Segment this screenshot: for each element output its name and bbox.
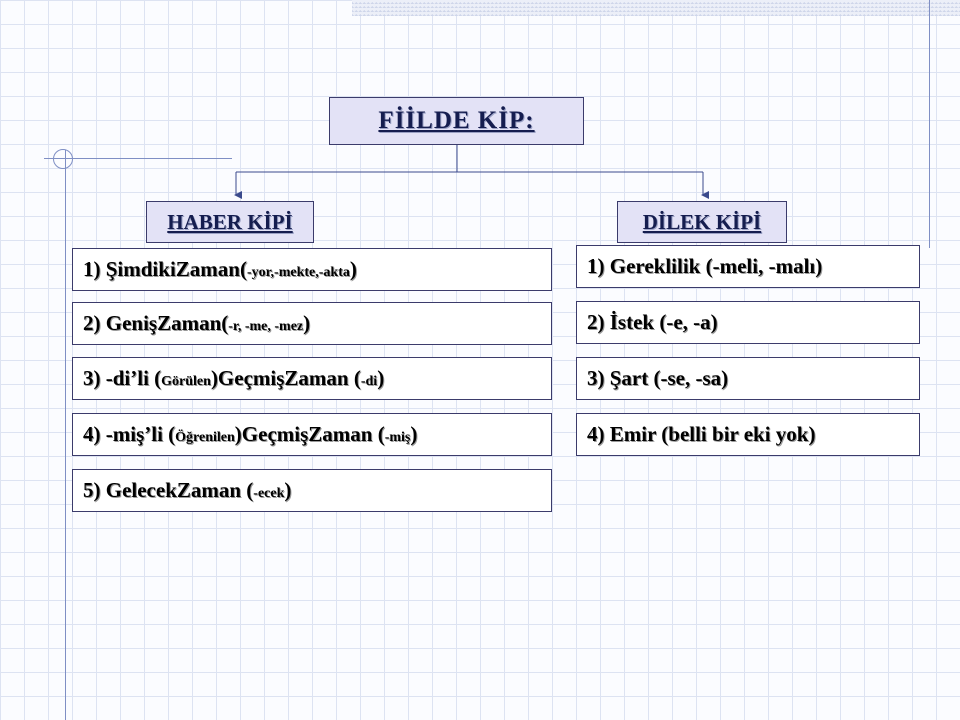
haber-item-5-text: 5) GelecekZaman (-ecek) — [83, 478, 292, 502]
corner-pattern-band — [352, 0, 960, 16]
dilek-item-3: 3) Şart (-se, -sa) — [576, 357, 920, 400]
haber-item-5: 5) GelecekZaman (-ecek) — [72, 469, 552, 512]
haber-item-1-text: 1) ŞimdikiZaman(-yor,-mekte,-akta) — [83, 257, 357, 281]
title-box: FİİLDE KİP: — [329, 97, 584, 145]
haber-item-2: 2) GenişZaman(-r, -me, -mez) — [72, 302, 552, 345]
diagram-title: FİİLDE KİP: — [378, 107, 535, 134]
haber-heading: HABER KİPİ — [167, 209, 293, 234]
dilek-item-4-text: 4) Emir (belli bir eki yok) — [587, 422, 816, 446]
decorative-vertical-line-left — [65, 150, 66, 720]
haber-item-3: 3) -di’li (Görülen)GeçmişZaman (-di) — [72, 357, 552, 400]
haber-item-2-text: 2) GenişZaman(-r, -me, -mez) — [83, 311, 311, 335]
dilek-item-3-text: 3) Şart (-se, -sa) — [587, 366, 729, 390]
dilek-item-4: 4) Emir (belli bir eki yok) — [576, 413, 920, 456]
dilek-item-1-text: 1) Gereklilik (-meli, -malı) — [587, 254, 823, 278]
decorative-vertical-line-right — [929, 0, 930, 248]
dilek-item-1: 1) Gereklilik (-meli, -malı) — [576, 245, 920, 288]
dilek-heading: DİLEK KİPİ — [642, 209, 762, 234]
haber-item-1: 1) ŞimdikiZaman(-yor,-mekte,-akta) — [72, 248, 552, 291]
dilek-item-2: 2) İstek (-e, -a) — [576, 301, 920, 344]
decorative-horizontal-line-left — [44, 158, 232, 159]
haber-item-4-text: 4) -miş’li (Öğrenilen)GeçmişZaman (-miş) — [83, 422, 418, 446]
decorative-circle — [53, 149, 73, 169]
haber-item-3-text: 3) -di’li (Görülen)GeçmişZaman (-di) — [83, 366, 385, 390]
haber-heading-box: HABER KİPİ — [146, 201, 314, 243]
dilek-heading-box: DİLEK KİPİ — [617, 201, 787, 243]
dilek-item-2-text: 2) İstek (-e, -a) — [587, 310, 718, 334]
haber-item-4: 4) -miş’li (Öğrenilen)GeçmişZaman (-miş) — [72, 413, 552, 456]
